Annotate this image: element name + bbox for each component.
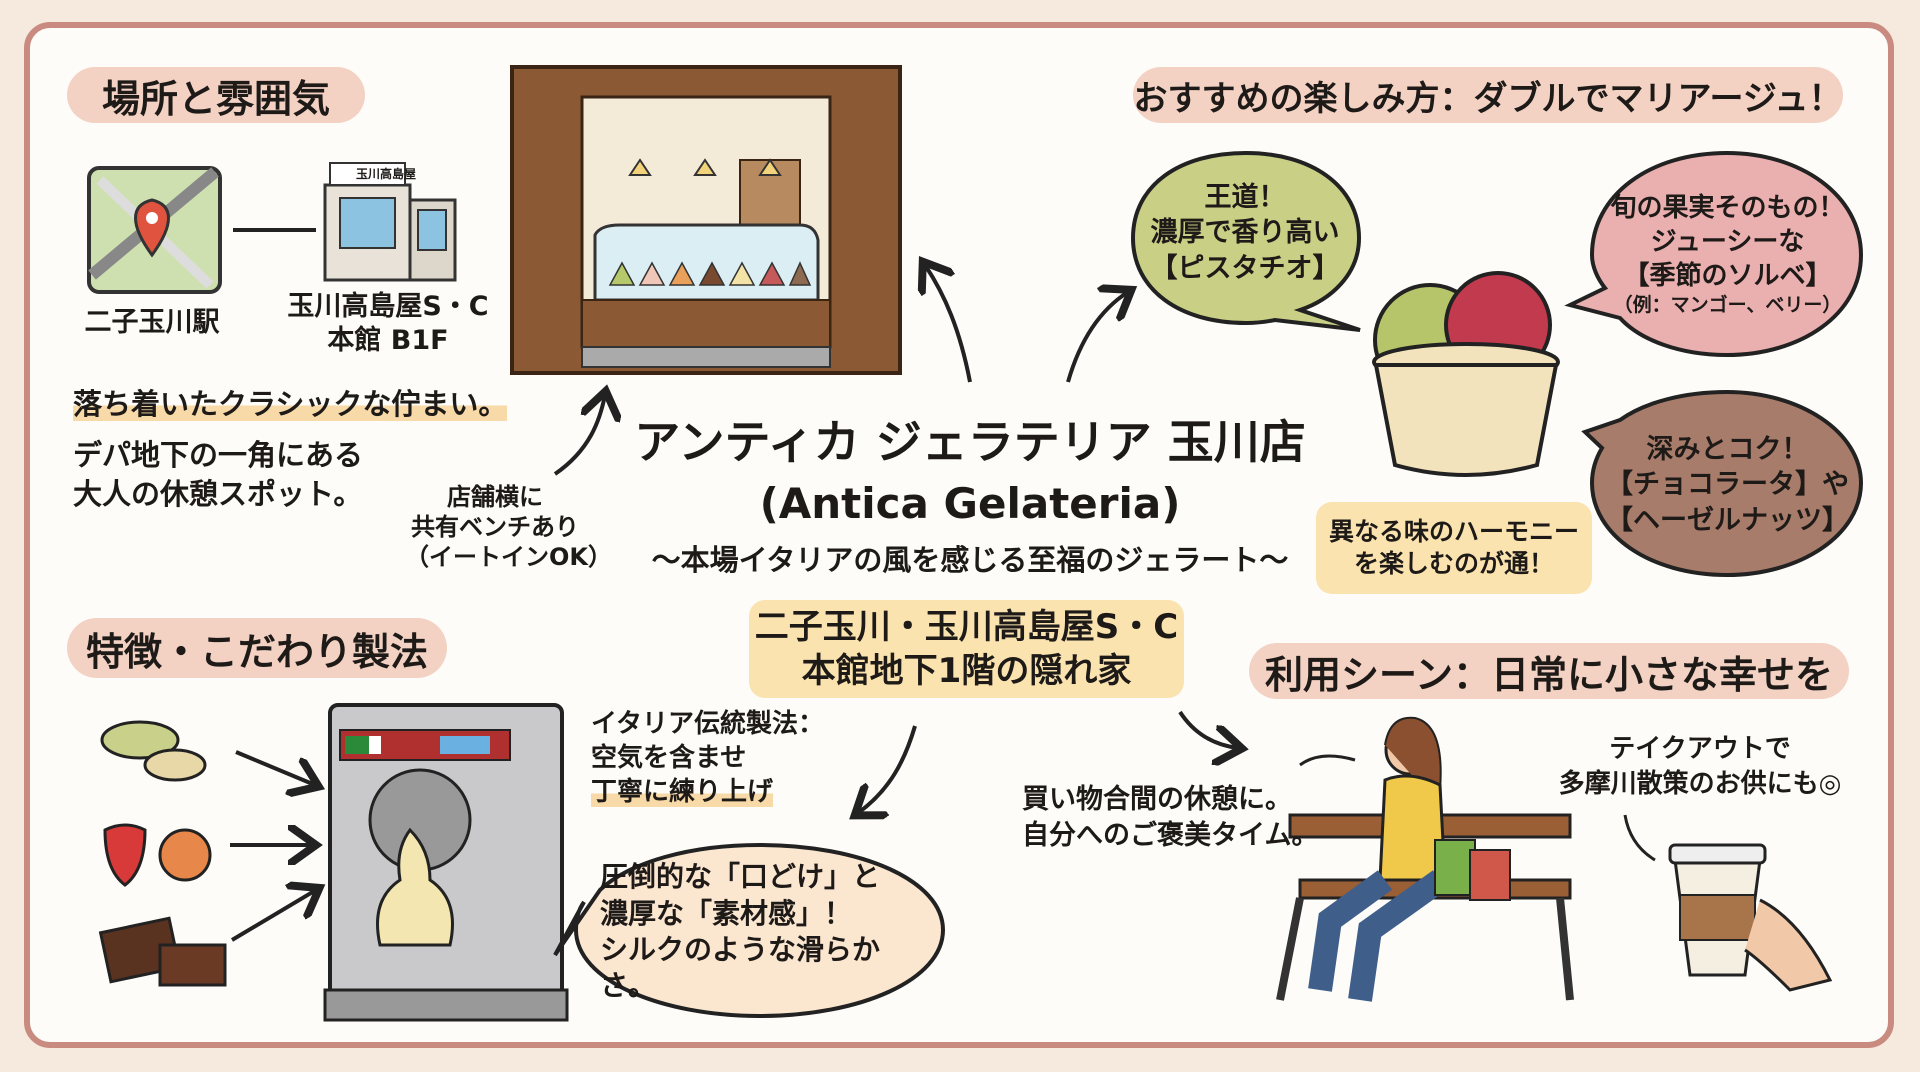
section-header-location: 場所と雰囲気 bbox=[67, 67, 365, 123]
desc-line1: デパ地下の一角にある bbox=[73, 438, 364, 472]
sorbet-text: 旬の果実そのもの！ ジューシーな 【季節のソルベ】 （例：マンゴー、ベリー） bbox=[1600, 175, 1855, 335]
bench-line1: 店舗横に bbox=[447, 483, 543, 511]
sorbet-line: 【季節のソルベ】 bbox=[1623, 260, 1832, 291]
method-line: イタリア伝統製法： bbox=[591, 709, 824, 739]
building-label: 玉川高島屋S・C 本館 B1F bbox=[278, 290, 498, 358]
gelato-store-illustration bbox=[510, 65, 902, 375]
place-line1: 二子玉川・玉川高島屋S・C bbox=[754, 606, 1179, 647]
section-header-features: 特徴・こだわり製法 bbox=[67, 618, 447, 678]
bench-line3: （イートインOK） bbox=[405, 543, 612, 571]
section-header-scenes: 利用シーン：日常に小さな幸せを bbox=[1249, 643, 1849, 699]
harmony-line: を楽しむのが通！ bbox=[1353, 549, 1554, 578]
method-line: 空気を含ませ bbox=[591, 742, 747, 773]
place-line2: 本館地下1階の隠れ家 bbox=[801, 651, 1132, 691]
chocolate-bubble bbox=[1581, 389, 1864, 578]
pistachio-line: 王道！ bbox=[1204, 182, 1286, 214]
bench-line2: 共有ベンチあり bbox=[411, 513, 579, 541]
method-text: イタリア伝統製法： 空気を含ませ 丁寧に練り上げ bbox=[591, 708, 824, 809]
harmony-line: 異なる味のハーモニー bbox=[1328, 516, 1579, 546]
pistachio-icon bbox=[100, 720, 207, 782]
gelato-machine-illustration bbox=[323, 703, 569, 1022]
texture-line: 濃厚な「素材感」！ bbox=[600, 896, 853, 930]
sorbet-line: ジューシーな bbox=[1650, 226, 1805, 257]
break-line2: 自分へのご褒美タイム。 bbox=[1022, 820, 1319, 852]
pistachio-bubble bbox=[1130, 150, 1362, 332]
building-line2: 本館 B1F bbox=[327, 324, 449, 356]
sorbet-example: （例：マンゴー、ベリー） bbox=[1613, 294, 1842, 317]
building-icon bbox=[323, 162, 457, 282]
coffee-cup-illustration bbox=[1668, 843, 1833, 992]
building-sign: 玉川高島屋 bbox=[356, 167, 417, 181]
takeout-line2: 多摩川散策のお供にも◎ bbox=[1558, 769, 1842, 800]
station-label: 二子玉川駅 bbox=[84, 307, 220, 338]
method-line: 丁寧に練り上げ bbox=[591, 776, 774, 807]
texture-line: 圧倒的な「口どけ」と bbox=[600, 860, 881, 894]
break-line1: 買い物合間の休憩に。 bbox=[1022, 784, 1292, 815]
takeout-text: テイクアウトで 多摩川散策のお供にも◎ bbox=[1530, 732, 1870, 802]
texture-text: 圧倒的な「口どけ」と 濃厚な「素材感」！ シルクのような滑らかさ。 bbox=[600, 860, 930, 1003]
takeout-line1: テイクアウトで bbox=[1609, 734, 1791, 764]
section-header-recommend: おすすめの楽しみ方：ダブルでマリアージュ！ bbox=[1133, 67, 1843, 123]
shop-catchphrase: 〜本場イタリアの風を感じる至福のジェラート〜 bbox=[651, 543, 1289, 577]
flow-arrows bbox=[230, 265, 1238, 942]
woman-on-bench-illustration bbox=[1276, 716, 1574, 1002]
desc-line2: 大人の休憩スポット。 bbox=[73, 477, 363, 512]
location-description: デパ地下の一角にある 大人の休憩スポット。 bbox=[73, 436, 363, 514]
location-tagline: 落ち着いたクラシックな佇まい。 bbox=[73, 387, 508, 421]
choco-line: 【ヘーゼルナッツ】 bbox=[1606, 504, 1849, 536]
pistachio-text: 王道！ 濃厚で香り高い 【ピスタチオ】 bbox=[1140, 168, 1350, 298]
map-pin-icon bbox=[87, 166, 222, 294]
chocolate-text: 深みとコク！ 【チョコラータ】や 【ヘーゼルナッツ】 bbox=[1600, 410, 1855, 560]
shop-subtitle: (Antica Gelateria) bbox=[759, 479, 1181, 528]
pistachio-line: 【ピスタチオ】 bbox=[1150, 252, 1340, 284]
choco-line: 【チョコラータ】や bbox=[1606, 469, 1849, 501]
choco-line: 深みとコク！ bbox=[1646, 434, 1809, 466]
sorbet-line: 旬の果実そのもの！ bbox=[1610, 192, 1845, 223]
chocolate-icon bbox=[98, 916, 227, 987]
bench-note: 店舗横に 共有ベンチあり （イートインOK） bbox=[405, 482, 612, 572]
sorbet-bubble bbox=[1564, 150, 1864, 358]
building-line1: 玉川高島屋S・C bbox=[287, 291, 489, 322]
texture-line: シルクのような滑らかさ。 bbox=[600, 933, 881, 1003]
gelato-cup-illustration bbox=[1372, 271, 1560, 477]
break-text: 買い物合間の休憩に。 自分へのご褒美タイム。 bbox=[1022, 782, 1318, 855]
location-highlight-box: 二子玉川・玉川高島屋S・C 本館地下1階の隠れ家 bbox=[749, 600, 1184, 698]
harmony-box: 異なる味のハーモニー を楽しむのが通！ bbox=[1316, 502, 1592, 594]
strawberry-icon bbox=[103, 823, 212, 887]
texture-bubble bbox=[553, 842, 946, 1019]
pistachio-line: 濃厚で香り高い bbox=[1150, 217, 1340, 249]
shop-title: アンティカ ジェラテリア 玉川店 bbox=[634, 415, 1306, 469]
